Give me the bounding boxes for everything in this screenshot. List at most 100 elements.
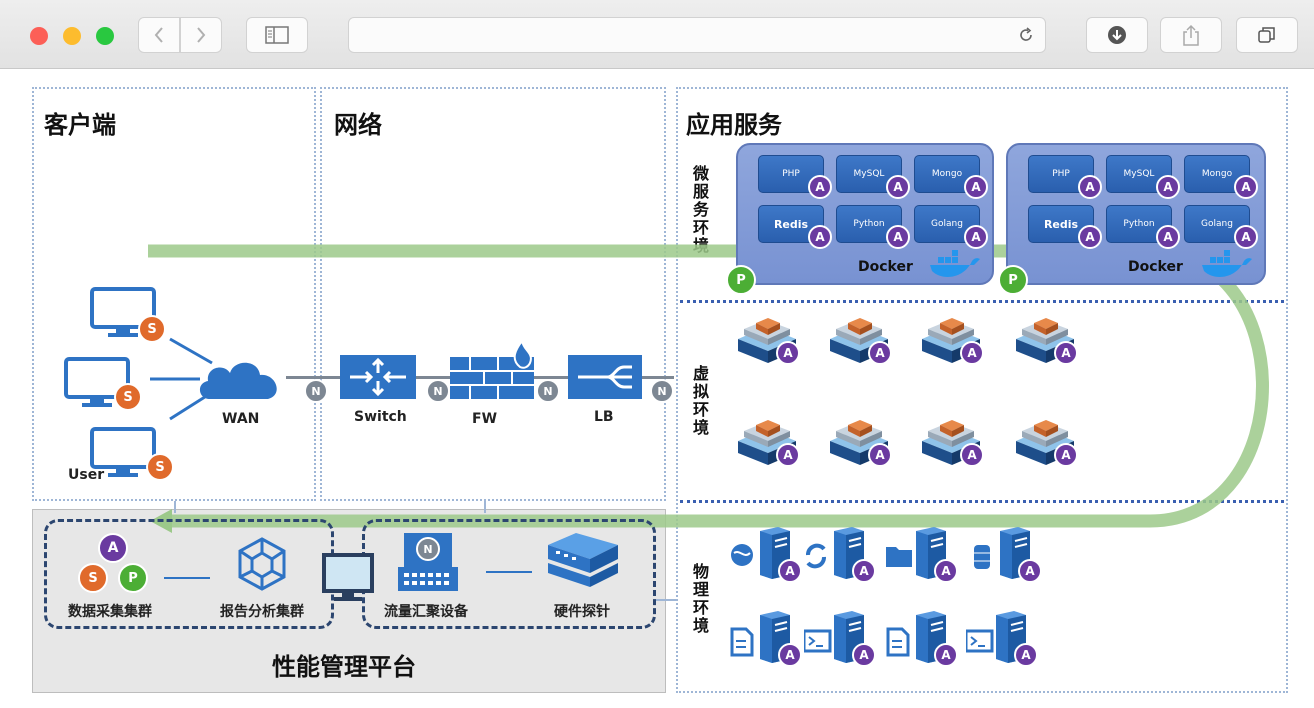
app-panel (676, 87, 1288, 693)
vm-stack: A (1014, 415, 1084, 475)
env-separator (680, 500, 1284, 503)
forward-icon (197, 27, 206, 43)
back-icon (154, 27, 163, 43)
fw-label: FW (472, 411, 498, 427)
connector (174, 501, 176, 513)
agent-badge: A (778, 643, 802, 667)
agent-badge: A (776, 341, 800, 365)
virtual-env-label: 虚拟环境 (692, 364, 709, 437)
agent-badge: A (886, 225, 910, 249)
agent-badge: A (1018, 559, 1042, 583)
platform-title: 性能管理平台 (272, 653, 416, 681)
client-panel (32, 87, 316, 501)
agent-badge: A (868, 443, 892, 467)
sidebar-toggle-button[interactable] (246, 17, 308, 53)
client-title: 客户端 (44, 111, 116, 139)
synthetic-badge: S (114, 383, 142, 411)
synthetic-badge: S (78, 563, 108, 593)
hardware-probe-icon (548, 533, 618, 587)
agent-badge: A (1156, 225, 1180, 249)
load-balancer-icon (568, 355, 642, 399)
forward-button[interactable] (180, 17, 222, 53)
cloud-icon (199, 362, 277, 399)
platform-item-label: 报告分析集群 (220, 604, 304, 620)
vm-stack: A (1014, 313, 1084, 373)
agent-badge: A (1234, 225, 1258, 249)
physical-env-label: 物理环境 (692, 562, 709, 635)
docker-host-1: PHP MySQL Mongo Redis Python Golang A A … (736, 143, 994, 285)
browser-toolbar (0, 0, 1314, 69)
reload-icon[interactable] (1017, 26, 1035, 44)
architecture-diagram: 客户端 网络 应用服务 微服务环境 虚拟环境 物理环境 PHP MySQL Mo… (0, 69, 1314, 708)
agent-badge: A (886, 175, 910, 199)
agent-badge: A (1054, 443, 1078, 467)
network-panel (320, 87, 666, 501)
docker-label: Docker (1128, 259, 1183, 275)
network-badge: N (426, 379, 450, 403)
network-badge: N (650, 379, 674, 403)
network-title: 网络 (334, 111, 382, 139)
address-bar[interactable] (348, 17, 1046, 53)
agent-badge: A (852, 559, 876, 583)
service-php: PHP (758, 155, 824, 193)
physical-server: A (802, 609, 884, 669)
env-separator (680, 300, 1284, 303)
agent-badge: A (960, 443, 984, 467)
physical-server: A (886, 609, 966, 669)
switch-label: Switch (354, 409, 407, 425)
synthetic-badge: S (138, 315, 166, 343)
probe-badge: P (998, 265, 1028, 295)
platform-item-label: 数据采集集群 (68, 604, 152, 620)
agent-badge: A (1234, 175, 1258, 199)
vm-stack: A (828, 415, 898, 475)
vm-stack: A (920, 313, 990, 373)
physical-server: A (886, 525, 966, 585)
docker-whale-icon (1202, 250, 1252, 277)
agent-badge: A (960, 341, 984, 365)
docker-label: Docker (858, 259, 913, 275)
vm-stack: A (736, 415, 806, 475)
agent-badge: A (808, 225, 832, 249)
vm-stack-icon (922, 318, 980, 363)
platform-item-label: 流量汇聚设备 (384, 604, 468, 620)
agent-badge: A (964, 175, 988, 199)
zoom-window-button[interactable] (96, 27, 114, 45)
document-icon (886, 611, 946, 663)
physical-server: A (730, 525, 810, 585)
tabs-button[interactable] (1236, 17, 1298, 53)
download-button[interactable] (1086, 17, 1148, 53)
minimize-window-button[interactable] (63, 27, 81, 45)
vm-stack: A (736, 313, 806, 373)
network-badge: N (304, 379, 328, 403)
share-icon (1183, 24, 1199, 46)
physical-server: A (964, 609, 1046, 669)
connector (486, 571, 532, 573)
monitor-icon (90, 287, 156, 337)
app-title: 应用服务 (686, 111, 782, 139)
physical-server: A (804, 525, 884, 585)
probe-badge: P (118, 563, 148, 593)
share-button[interactable] (1160, 17, 1222, 53)
monitor-icon (90, 427, 156, 477)
connector (164, 577, 210, 579)
database-icon (974, 527, 1030, 579)
back-button[interactable] (138, 17, 180, 53)
network-badge: N (536, 379, 560, 403)
service-python: Python (1106, 205, 1172, 243)
download-icon (1108, 26, 1126, 44)
vm-stack: A (828, 313, 898, 373)
agent-badge: A (934, 559, 958, 583)
docker-host-2: PHP MySQL Mongo Redis Python Golang A A … (1006, 143, 1266, 285)
agent-badge: A (98, 533, 128, 563)
switch-icon (340, 355, 416, 399)
physical-server: A (730, 609, 810, 669)
wan-label: WAN (222, 411, 260, 427)
sidebar-icon (265, 26, 289, 44)
agent-badge: A (1078, 225, 1102, 249)
close-window-button[interactable] (30, 27, 48, 45)
agent-badge: A (778, 559, 802, 583)
firewall-icon (450, 341, 534, 399)
agent-badge: A (852, 643, 876, 667)
docker-whale-icon (930, 250, 980, 277)
